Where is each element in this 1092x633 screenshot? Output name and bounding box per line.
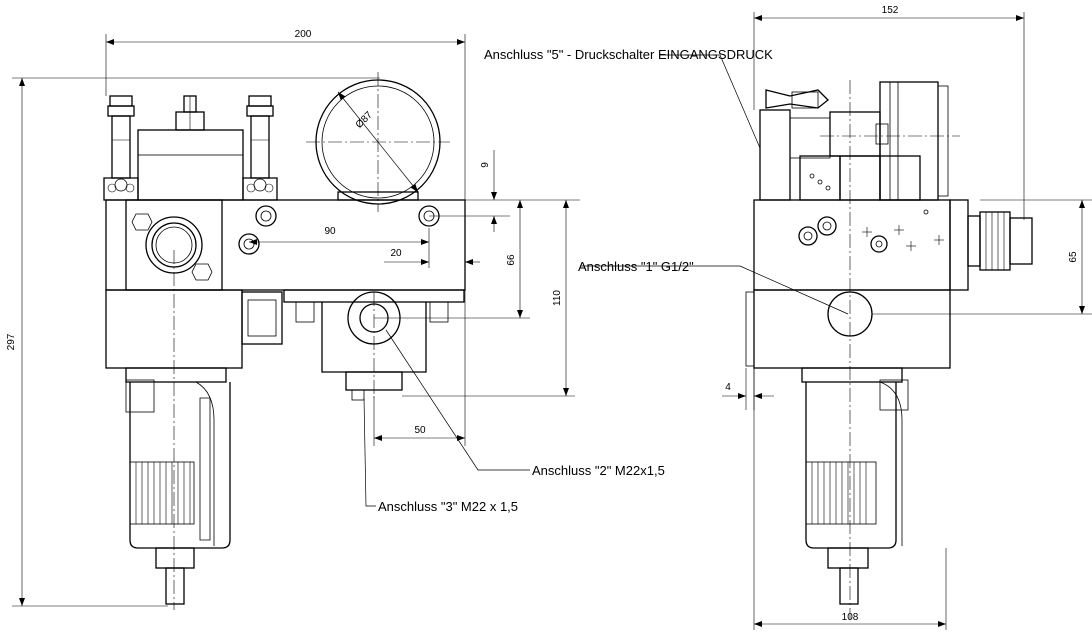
filter-bowl: [105, 250, 243, 610]
solenoid-valve-right: [242, 95, 278, 201]
dim-port-spacing: 90: [324, 226, 336, 237]
side-body: [745, 289, 951, 605]
side-dimension-texts: 152 65 4 108: [725, 5, 1079, 623]
callout-port-3: Anschluss "3" M22 x 1,5: [378, 499, 518, 514]
pressure-gauge: [306, 72, 450, 212]
regulator-body: [241, 289, 465, 401]
dim-port-height: 66: [506, 254, 517, 266]
side-dimensions: [722, 12, 1092, 630]
dim-front-width: 200: [295, 29, 312, 40]
front-view: 200 297 Ø87 9 90 20 66 110 50: [6, 29, 580, 610]
solenoid-valve-left: [103, 95, 139, 201]
side-manifold: [753, 199, 1033, 291]
front-dimensions: [12, 34, 580, 607]
front-dimension-texts: 200 297 Ø87 9 90 20 66 110 50: [6, 29, 563, 436]
dim-side-width: 152: [882, 5, 899, 16]
dim-bottom-offset: 50: [414, 425, 426, 436]
dim-small-offset: 20: [390, 248, 402, 259]
manifold-block: [105, 199, 466, 291]
valve-actuator: [137, 95, 244, 201]
dim-side-port-height: 65: [1068, 251, 1079, 263]
dim-top-offset: 9: [480, 162, 491, 168]
side-view: 152 65 4 108: [722, 5, 1092, 630]
callout-port-5: Anschluss "5" - Druckschalter EINGANGSDR…: [484, 47, 773, 62]
dim-block-height: 110: [552, 290, 563, 306]
dim-wall: 4: [725, 382, 731, 393]
dim-front-height: 297: [6, 333, 17, 350]
callout-port-2: Anschluss "2" M22x1,5: [532, 463, 665, 478]
dim-side-bottom: 108: [842, 612, 859, 623]
dim-gauge-diameter: Ø87: [354, 109, 375, 130]
callouts: Anschluss "5" - Druckschalter EINGANGSDR…: [363, 47, 849, 514]
side-valve-group: [759, 80, 960, 620]
callout-port-1: Anschluss "1" G1/2": [578, 259, 694, 274]
